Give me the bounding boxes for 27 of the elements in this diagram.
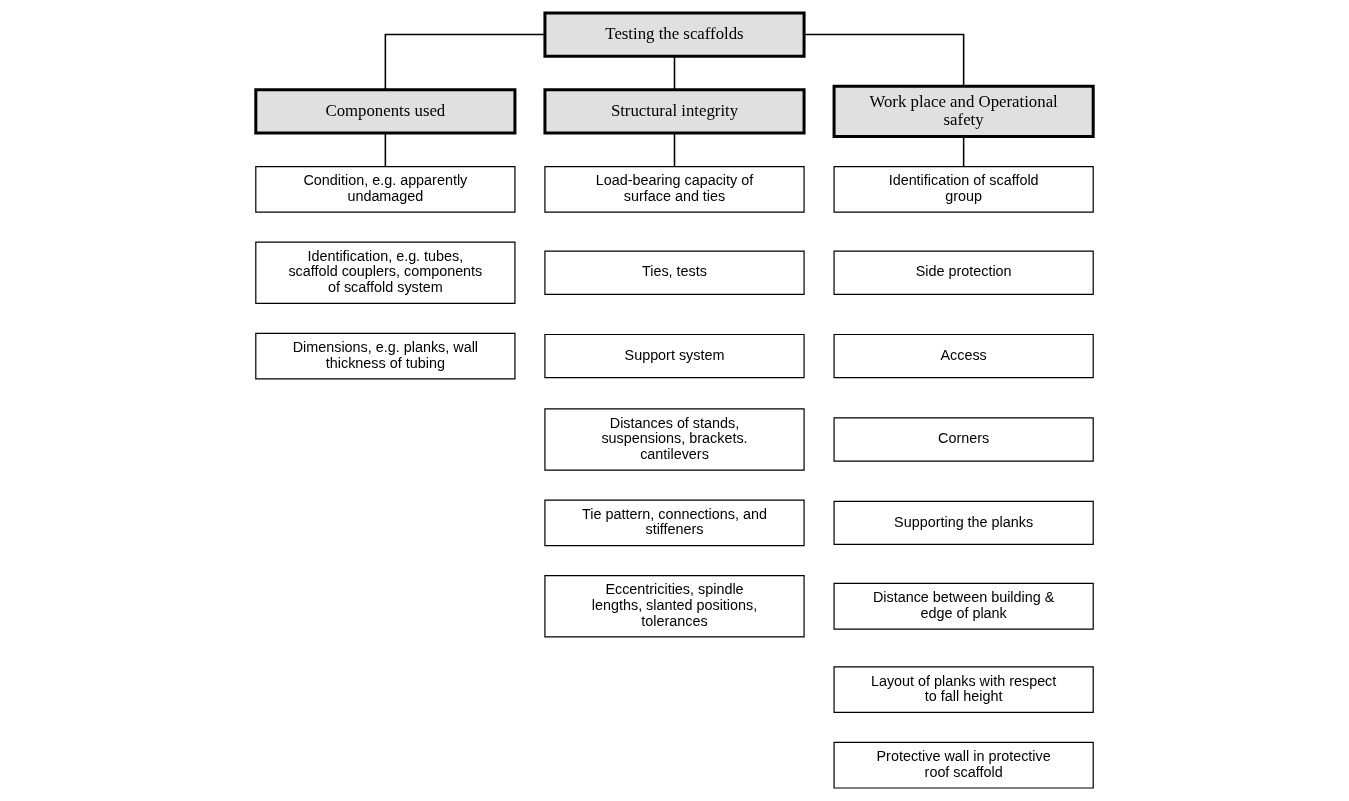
node-box: Identification, e.g. tubes, scaffold couplers, components of scaffold system: [255, 241, 516, 304]
connector: [803, 33, 965, 87]
connector: [384, 132, 387, 167]
node-box: Protective wall in protective roof scaffold: [833, 741, 1094, 789]
node-box: Structural integrity: [543, 88, 806, 135]
connector: [673, 55, 676, 91]
node-box: Eccentricities, spindle lengths, slanted positions, tolerances: [544, 575, 805, 638]
node-box: Supporting the planks: [833, 500, 1094, 546]
node-box: Corners: [833, 417, 1094, 462]
node-box: Layout of planks with respect to fall height: [833, 666, 1094, 714]
node-box: Dimensions, e.g. planks, wall thickness of tubing: [255, 332, 516, 380]
connector: [962, 136, 965, 167]
node-box: Testing the scaffolds: [543, 11, 806, 58]
node-box: Condition, e.g. apparently undamaged: [255, 165, 516, 213]
node-box: Identification of scaffold group: [833, 165, 1094, 213]
node-box: Access: [833, 333, 1094, 379]
connector: [673, 132, 676, 167]
node-box: Distance between building & edge of plank: [833, 582, 1094, 630]
node-box: Side protection: [833, 250, 1094, 295]
node-box: Components used: [254, 88, 517, 135]
node-box: Distances of stands, suspensions, brackets. cantilevers: [544, 408, 805, 471]
node-box: Ties, tests: [544, 250, 805, 295]
node-box: Tie pattern, connections, and stiffeners: [544, 499, 805, 547]
node-box: Work place and Operational safety: [832, 84, 1095, 139]
node-box: Load-bearing capacity of surface and ties: [544, 165, 805, 213]
connector: [384, 33, 546, 91]
node-box: Support system: [544, 333, 805, 379]
